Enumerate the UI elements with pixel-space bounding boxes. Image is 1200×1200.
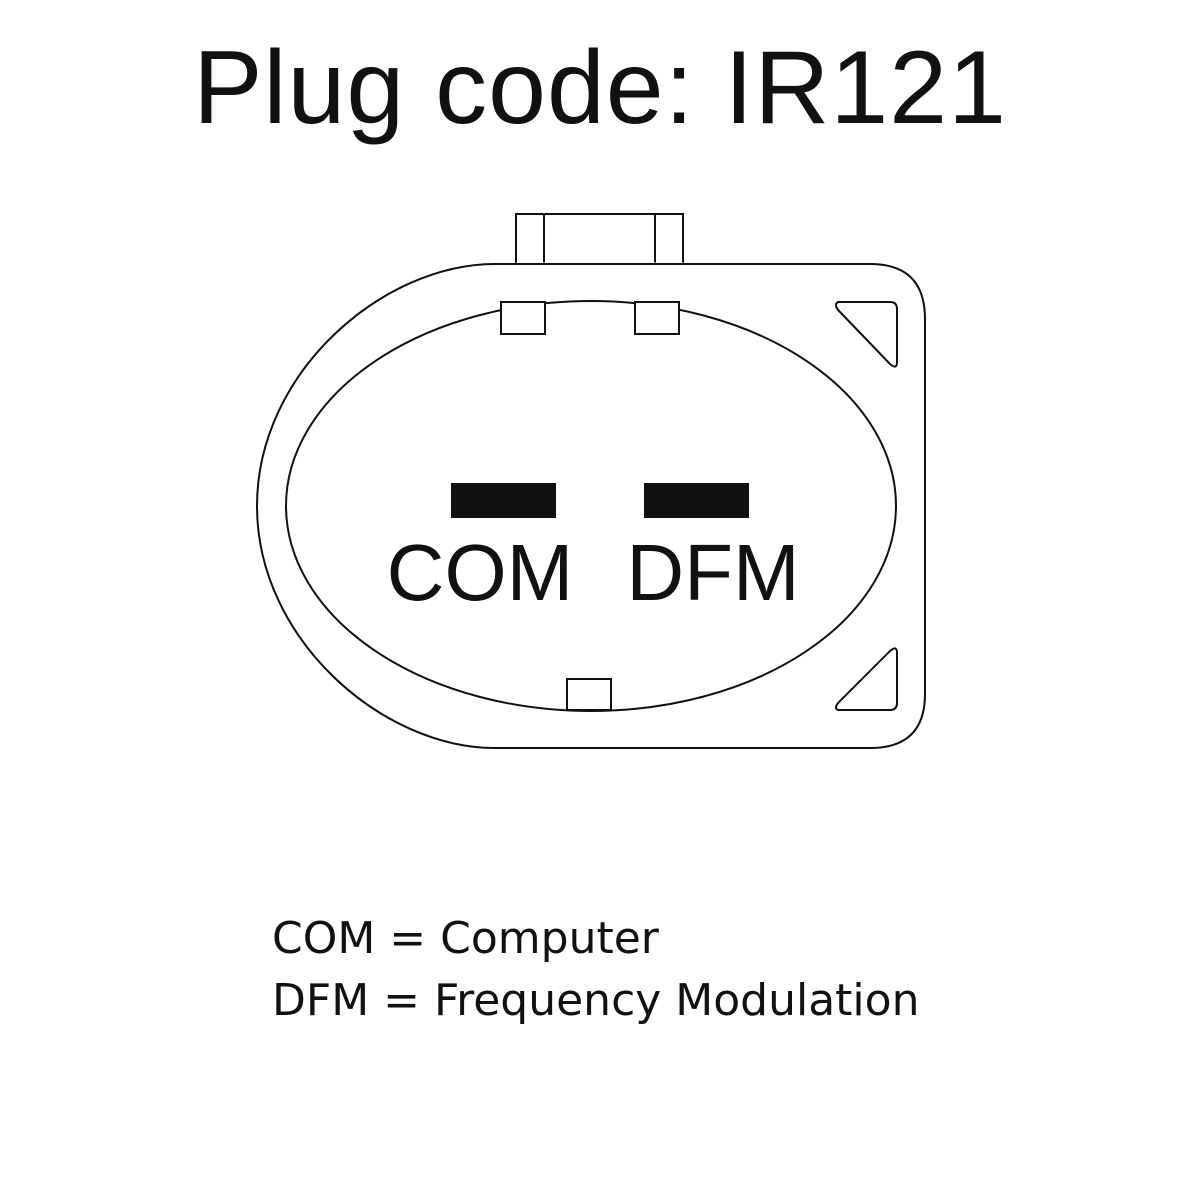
legend-entry-com: COM = Computer (272, 913, 659, 964)
top-latch-tab (515, 213, 684, 265)
pin-label-dfm: DFM (626, 528, 799, 617)
legend-entry-dfm: DFM = Frequency Modulation (272, 975, 920, 1026)
key-notch-top-left (500, 301, 546, 335)
pin-label-com: COM (387, 528, 574, 617)
corner-guide-top-right (834, 301, 898, 368)
outer-housing (255, 263, 926, 749)
plug-code-title: Plug code: IR121 (193, 30, 1007, 146)
corner-guide-bottom-right (834, 647, 898, 711)
pin-com (451, 483, 556, 518)
legend: COM = Computer DFM = Frequency Modulatio… (272, 908, 919, 1032)
key-notch-top-right (634, 301, 680, 335)
pin-dfm (644, 483, 749, 518)
key-notch-bottom (566, 678, 612, 711)
